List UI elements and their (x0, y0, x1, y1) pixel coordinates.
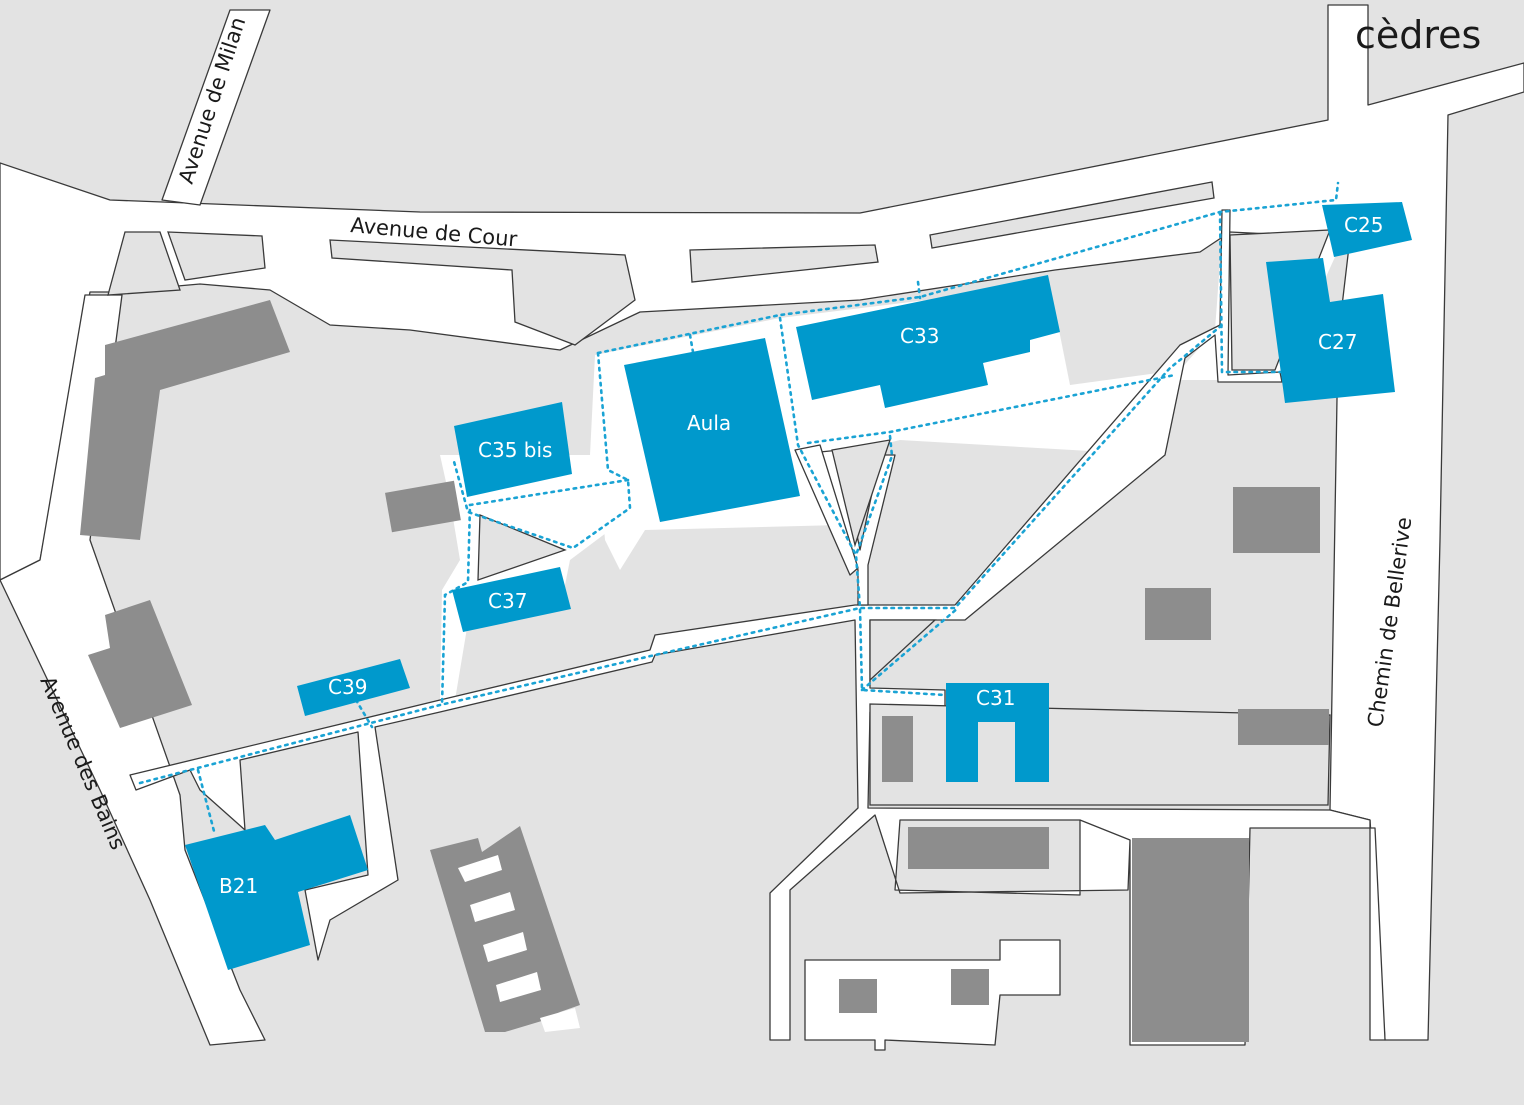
label-c33: C33 (900, 324, 939, 348)
label-b21: B21 (219, 874, 258, 898)
gray-building-ne-2 (1145, 588, 1211, 640)
walkway-c35 (440, 478, 630, 707)
comb-cutouts (458, 855, 580, 1032)
building-c31[interactable] (946, 683, 1049, 782)
gray-building-c31-side (882, 716, 913, 782)
label-c39: C39 (328, 675, 367, 699)
building-c27[interactable] (1266, 258, 1395, 403)
island-cour-2 (929, 181, 1215, 249)
road-avenue-de-milan (161, 9, 271, 206)
walkway-west-aula (451, 351, 632, 550)
road-lower-building-area (804, 939, 1061, 1051)
walkway-c31-diag (860, 606, 960, 692)
label-c37: C37 (488, 589, 527, 613)
label-c27: C27 (1318, 330, 1357, 354)
road-central-diagonal (129, 209, 1386, 1046)
gray-building-small-c35 (385, 480, 461, 533)
island-mid-wedge (869, 619, 937, 682)
islands (107, 181, 1331, 806)
building-c33[interactable] (796, 275, 1060, 408)
label-c25: C25 (1344, 213, 1383, 237)
gray-building-ne-1 (1233, 487, 1320, 553)
university-buildings (185, 202, 1412, 970)
building-c35bis[interactable] (454, 402, 572, 497)
walkway-center-diag (854, 434, 894, 557)
walkway-aula-stub (688, 333, 695, 354)
island-center-tri (831, 439, 891, 548)
gray-building-west (88, 600, 192, 728)
island-c31-block (869, 703, 1331, 806)
walkway-c39 (354, 698, 374, 729)
island-c35-tri (477, 514, 567, 581)
walkway-b21 (196, 768, 217, 837)
island-milan-2 (167, 231, 266, 281)
building-c25[interactable] (1322, 202, 1412, 257)
walkway-north (596, 181, 1340, 355)
gray-building-l-shape (80, 300, 290, 540)
walkways (138, 181, 1340, 837)
island-cour-1 (689, 244, 879, 283)
island-cour-3 (329, 239, 636, 346)
label-c31: C31 (976, 686, 1015, 710)
gray-building-south-2 (951, 969, 989, 1005)
gray-building-south-1 (839, 979, 877, 1013)
building-aula[interactable] (624, 338, 800, 522)
map-title: cèdres (1355, 13, 1481, 57)
walkway-c33-south (806, 373, 1177, 445)
building-c39[interactable] (297, 659, 410, 716)
gray-building-ne-3 (1238, 709, 1329, 745)
island-milan-1 (107, 231, 181, 296)
walkway-north-right (1218, 210, 1284, 374)
walkway-c33-stub (916, 280, 922, 300)
walkway-long (138, 323, 1224, 785)
label-aula: Aula (687, 411, 731, 435)
label-c35bis: C35 bis (478, 438, 552, 462)
gray-building-southeast (1132, 838, 1249, 1042)
walkway-center-vertical (778, 316, 947, 697)
building-c37[interactable] (452, 567, 571, 632)
gray-building-south-wide (908, 827, 1049, 869)
building-b21[interactable] (185, 815, 368, 970)
